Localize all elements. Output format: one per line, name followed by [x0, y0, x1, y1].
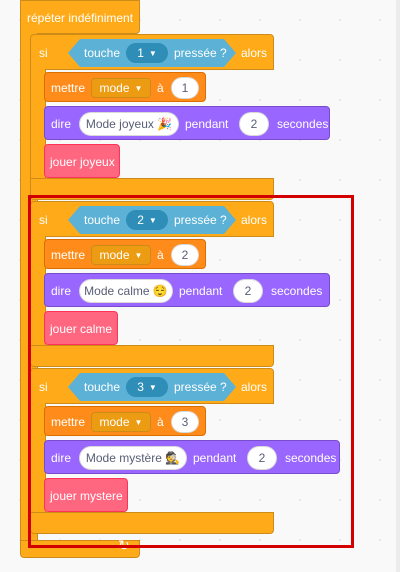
say-label: dire [51, 451, 72, 465]
key-value: 2 [137, 213, 144, 227]
if-label: si [39, 380, 48, 394]
custom-block-call[interactable]: jouer mystere [44, 478, 128, 512]
variable-name: mode [99, 248, 130, 262]
say-text-input[interactable]: Mode mystère 🕵 [79, 446, 187, 470]
custom-block-call[interactable]: jouer calme [44, 311, 118, 345]
seconds-value: 2 [250, 117, 258, 131]
custom-block-label: jouer joyeux [50, 155, 115, 169]
key-pressed-condition[interactable]: touche 3 ▼ pressée ? [68, 373, 236, 401]
set-label: mettre [51, 248, 86, 262]
say-label: dire [51, 117, 72, 131]
seconds-label: secondes [271, 284, 323, 298]
say-label: dire [51, 284, 72, 298]
if-label: si [39, 213, 48, 227]
pressed-label: pressée ? [174, 213, 227, 227]
if-block-top[interactable]: si touche 2 ▼ pressée ? alors [30, 201, 274, 237]
seconds-input[interactable]: 2 [239, 112, 269, 136]
to-label: à [157, 81, 164, 95]
say-for-block[interactable]: dire Mode mystère 🕵 pendant 2 secondes [44, 440, 340, 474]
variable-value-input[interactable]: 1 [171, 77, 199, 99]
key-value: 1 [137, 46, 144, 60]
seconds-input[interactable]: 2 [247, 446, 277, 470]
variable-dropdown[interactable]: mode ▼ [91, 245, 151, 265]
chevron-down-icon: ▼ [148, 382, 157, 392]
key-label: touche [84, 380, 121, 394]
pressed-label: pressée ? [174, 46, 227, 60]
seconds-value: 2 [244, 284, 252, 298]
highlight-box [28, 195, 354, 548]
say-text: Mode mystère 🕵 [85, 451, 181, 465]
then-label: alors [241, 213, 268, 227]
set-label: mettre [51, 415, 86, 429]
variable-value: 3 [181, 415, 189, 429]
if-block-bottom[interactable] [30, 178, 274, 200]
then-label: alors [241, 46, 268, 60]
chevron-down-icon: ▼ [134, 83, 143, 93]
say-text-input[interactable]: Mode calme 😌 [79, 279, 173, 303]
if-block-top[interactable]: si touche 3 ▼ pressée ? alors [30, 368, 274, 404]
say-text-input[interactable]: Mode joyeux 🎉 [79, 112, 179, 136]
variable-name: mode [99, 415, 130, 429]
key-dropdown[interactable]: 1 ▼ [126, 43, 168, 63]
variable-value-input[interactable]: 3 [171, 411, 199, 433]
key-dropdown[interactable]: 3 ▼ [126, 377, 168, 397]
say-text: Mode joyeux 🎉 [85, 117, 173, 131]
forever-label: répéter indéfiniment [27, 11, 134, 25]
variable-dropdown[interactable]: mode ▼ [91, 78, 151, 98]
forever-block-bottom[interactable] [20, 540, 140, 558]
if-label: si [39, 46, 48, 60]
if-block-top[interactable]: si touche 1 ▼ pressée ? alors [30, 34, 274, 70]
say-for-block[interactable]: dire Mode calme 😌 pendant 2 secondes [44, 273, 330, 307]
variable-dropdown[interactable]: mode ▼ [91, 412, 151, 432]
key-value: 3 [137, 380, 144, 394]
set-variable-block[interactable]: mettre mode ▼ à 1 [44, 72, 206, 102]
forever-block-top[interactable]: répéter indéfiniment [20, 0, 140, 34]
for-label: pendant [179, 284, 223, 298]
set-label: mettre [51, 81, 86, 95]
chevron-down-icon: ▼ [148, 215, 157, 225]
to-label: à [157, 248, 164, 262]
key-label: touche [84, 213, 121, 227]
key-label: touche [84, 46, 121, 60]
seconds-value: 2 [258, 451, 266, 465]
pressed-label: pressée ? [174, 380, 227, 394]
chevron-down-icon: ▼ [134, 417, 143, 427]
chevron-down-icon: ▼ [134, 250, 143, 260]
then-label: alors [241, 380, 268, 394]
set-variable-block[interactable]: mettre mode ▼ à 3 [44, 406, 206, 436]
chevron-down-icon: ▼ [148, 48, 157, 58]
variable-value: 1 [181, 81, 189, 95]
key-dropdown[interactable]: 2 ▼ [126, 210, 168, 230]
variable-value: 2 [181, 248, 189, 262]
for-label: pendant [185, 117, 229, 131]
say-text: Mode calme 😌 [84, 284, 168, 298]
seconds-input[interactable]: 2 [233, 279, 263, 303]
key-pressed-condition[interactable]: touche 2 ▼ pressée ? [68, 206, 236, 234]
canvas-scrollbar-track[interactable] [396, 0, 400, 572]
custom-block-label: jouer calme [50, 322, 113, 336]
variable-name: mode [99, 81, 130, 95]
custom-block-label: jouer mystere [50, 489, 123, 503]
for-label: pendant [193, 451, 237, 465]
seconds-label: secondes [277, 117, 329, 131]
key-pressed-condition[interactable]: touche 1 ▼ pressée ? [68, 39, 236, 67]
variable-value-input[interactable]: 2 [171, 244, 199, 266]
set-variable-block[interactable]: mettre mode ▼ à 2 [44, 239, 206, 269]
seconds-label: secondes [285, 451, 337, 465]
to-label: à [157, 415, 164, 429]
say-for-block[interactable]: dire Mode joyeux 🎉 pendant 2 secondes [44, 106, 330, 140]
custom-block-call[interactable]: jouer joyeux [44, 144, 120, 178]
